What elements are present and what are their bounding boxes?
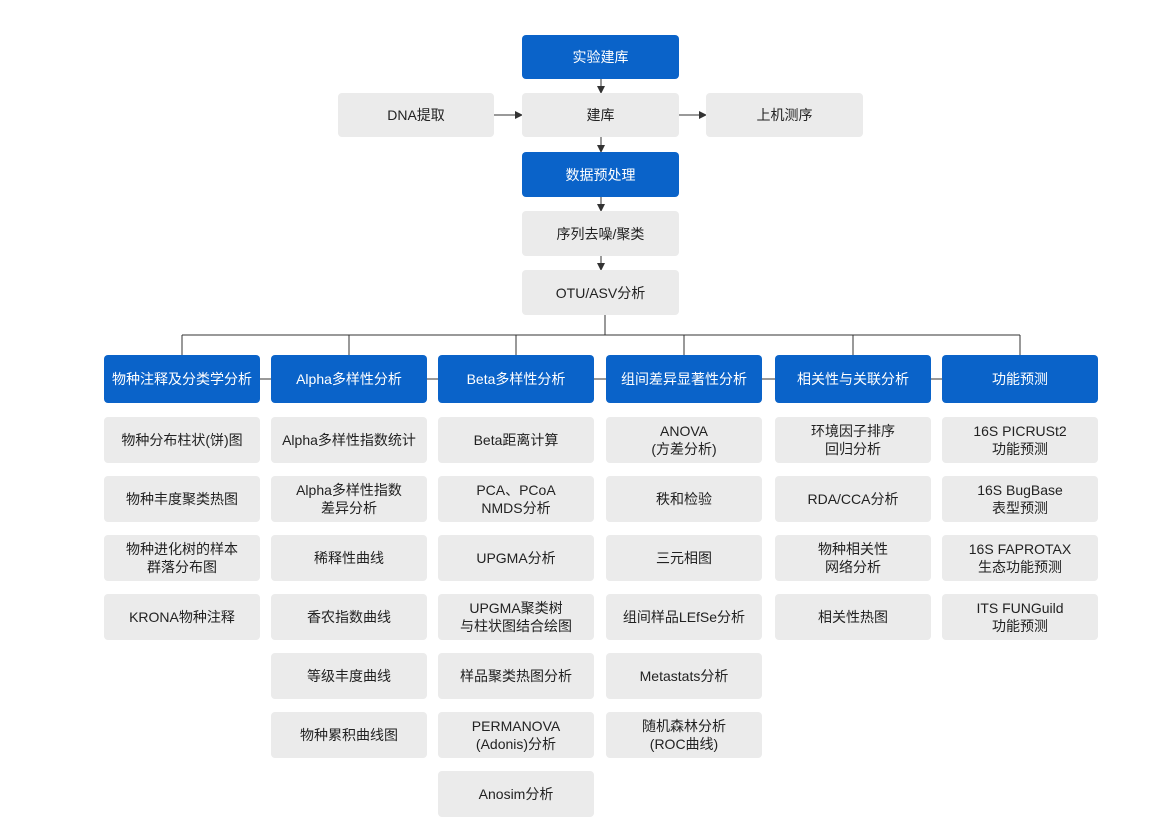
taxonomy-item: 物种分布柱状(饼)图 [104, 417, 260, 463]
function-prediction-item: 16S BugBase 表型预测 [942, 476, 1098, 522]
taxonomy-item: 物种丰度聚类热图 [104, 476, 260, 522]
correlation-item: 相关性热图 [775, 594, 931, 640]
group-difference-item: 秩和检验 [606, 476, 762, 522]
alpha-item: 等级丰度曲线 [271, 653, 427, 699]
alpha-item: 稀释性曲线 [271, 535, 427, 581]
column-header-group-difference: 组间差异显著性分析 [606, 355, 762, 403]
alpha-item: 物种累积曲线图 [271, 712, 427, 758]
beta-item: Anosim分析 [438, 771, 594, 817]
otu-asv-box: OTU/ASV分析 [522, 270, 679, 315]
taxonomy-item: KRONA物种注释 [104, 594, 260, 640]
group-difference-item: 组间样品LEfSe分析 [606, 594, 762, 640]
beta-item: UPGMA分析 [438, 535, 594, 581]
group-difference-item: Metastats分析 [606, 653, 762, 699]
function-prediction-item: 16S PICRUSt2 功能预测 [942, 417, 1098, 463]
correlation-item: RDA/CCA分析 [775, 476, 931, 522]
alpha-item: Alpha多样性指数 差异分析 [271, 476, 427, 522]
alpha-item: Alpha多样性指数统计 [271, 417, 427, 463]
function-prediction-item: ITS FUNGuild 功能预测 [942, 594, 1098, 640]
group-difference-item: ANOVA (方差分析) [606, 417, 762, 463]
alpha-item: 香农指数曲线 [271, 594, 427, 640]
group-difference-item: 随机森林分析 (ROC曲线) [606, 712, 762, 758]
library-header: 实验建库 [522, 35, 679, 79]
column-header-taxonomy: 物种注释及分类学分析 [104, 355, 260, 403]
taxonomy-item: 物种进化树的样本 群落分布图 [104, 535, 260, 581]
column-header-alpha: Alpha多样性分析 [271, 355, 427, 403]
correlation-item: 物种相关性 网络分析 [775, 535, 931, 581]
correlation-item: 环境因子排序 回归分析 [775, 417, 931, 463]
beta-item: PERMANOVA (Adonis)分析 [438, 712, 594, 758]
dna-extraction-box: DNA提取 [338, 93, 494, 137]
beta-item: 样品聚类热图分析 [438, 653, 594, 699]
library-building-box: 建库 [522, 93, 679, 137]
function-prediction-item: 16S FAPROTAX 生态功能预测 [942, 535, 1098, 581]
beta-item: Beta距离计算 [438, 417, 594, 463]
beta-item: UPGMA聚类树 与柱状图结合绘图 [438, 594, 594, 640]
preprocessing-header: 数据预处理 [522, 152, 679, 197]
group-difference-item: 三元相图 [606, 535, 762, 581]
sequencing-box: 上机测序 [706, 93, 863, 137]
denoise-box: 序列去噪/聚类 [522, 211, 679, 256]
column-header-beta: Beta多样性分析 [438, 355, 594, 403]
column-header-correlation: 相关性与关联分析 [775, 355, 931, 403]
beta-item: PCA、PCoA NMDS分析 [438, 476, 594, 522]
column-header-function-prediction: 功能预测 [942, 355, 1098, 403]
